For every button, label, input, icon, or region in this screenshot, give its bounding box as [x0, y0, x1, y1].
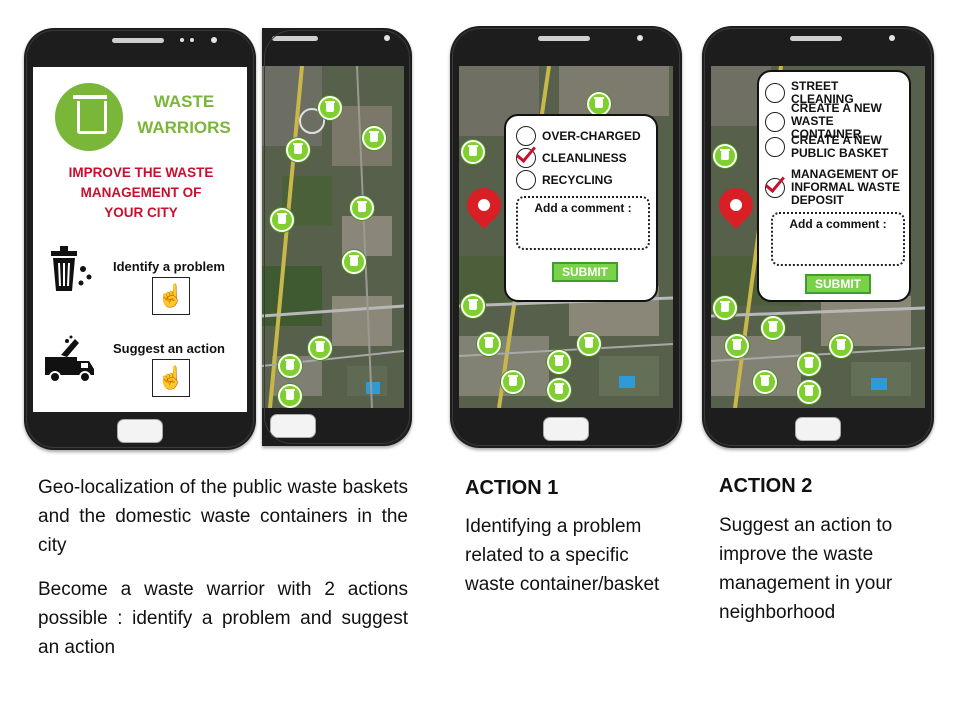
waste-container-pin[interactable]	[547, 378, 571, 402]
waste-container-pin[interactable]	[753, 370, 777, 394]
brand-line2: WARRIORS	[137, 118, 231, 137]
waste-container-pin[interactable]	[461, 140, 485, 164]
option-cleanliness[interactable]: CLEANLINESS	[516, 142, 627, 168]
option-label: RECYCLING	[542, 172, 613, 187]
waste-container-pin[interactable]	[350, 196, 374, 220]
waste-container-pin[interactable]	[278, 384, 302, 408]
check-icon	[765, 171, 785, 193]
option-label: CREATE A NEW PUBLIC BASKET	[791, 133, 889, 160]
waste-container-pin[interactable]	[461, 294, 485, 318]
action2-description: Suggest an action to improve the waste m…	[719, 515, 893, 623]
comment-field[interactable]: Add a comment :	[516, 196, 650, 250]
radio-button[interactable]	[765, 137, 785, 157]
waste-container-pin[interactable]	[725, 334, 749, 358]
home-button[interactable]	[270, 414, 316, 438]
phone-camera	[211, 37, 217, 43]
radio-button[interactable]	[516, 126, 536, 146]
option-street-cleaning[interactable]: STREET CLEANING	[765, 80, 903, 106]
home-button[interactable]	[543, 417, 589, 441]
action2-title: ACTION 2	[719, 475, 813, 497]
home-button[interactable]	[795, 417, 841, 441]
waste-container-pin[interactable]	[477, 332, 501, 356]
radio-button[interactable]	[765, 111, 785, 132]
home-button[interactable]	[117, 419, 163, 443]
map-screen[interactable]: STREET CLEANING CREATE A NEW WASTE CONTA…	[711, 66, 925, 408]
tap-hand-icon[interactable]: ☝	[152, 359, 190, 397]
tap-hand-icon[interactable]: ☝	[152, 277, 190, 315]
tagline: IMPROVE THE WASTE MANAGEMENT OF YOUR CIT…	[68, 165, 214, 220]
phone-speaker	[272, 36, 318, 41]
phone-camera	[889, 35, 895, 41]
phone-speaker	[538, 36, 590, 41]
brand-name: WASTE WARRIORS	[129, 89, 239, 141]
radio-button[interactable]	[516, 170, 536, 190]
waste-container-pin[interactable]	[713, 144, 737, 168]
waste-container-pin[interactable]	[501, 370, 525, 394]
map-screen[interactable]	[262, 66, 404, 408]
waste-container-pin[interactable]	[577, 332, 601, 356]
suggest-action-label: Suggest an action	[113, 341, 225, 356]
option-recycling[interactable]: RECYCLING	[516, 170, 613, 190]
identify-problem-item[interactable]: Identify a problem ☝	[33, 237, 247, 317]
phone-home: WASTE WARRIORS IMPROVE THE WASTE MANAGEM…	[24, 28, 256, 450]
caption-geolocalization: Geo-localization of the public waste bas…	[38, 477, 408, 556]
option-overcharged[interactable]: OVER-CHARGED	[516, 126, 641, 146]
radio-button[interactable]	[765, 83, 785, 103]
map-screen[interactable]: OVER-CHARGED CLEANLINESS RECYCLING Add a…	[459, 66, 673, 408]
option-label: MANAGEMENT OF INFORMAL WASTE DEPOSIT	[791, 167, 901, 207]
waste-container-pin[interactable]	[829, 334, 853, 358]
home-screen: WASTE WARRIORS IMPROVE THE WASTE MANAGEM…	[33, 67, 247, 412]
phone-sensor	[190, 38, 194, 42]
option-new-basket[interactable]: CREATE A NEW PUBLIC BASKET	[765, 134, 903, 160]
problem-popup: OVER-CHARGED CLEANLINESS RECYCLING Add a…	[504, 114, 658, 302]
garbage-truck-icon	[45, 335, 94, 383]
waste-container-pin[interactable]	[362, 126, 386, 150]
waste-container-pin[interactable]	[308, 336, 332, 360]
identify-problem-label: Identify a problem	[113, 259, 225, 274]
waste-container-pin[interactable]	[797, 352, 821, 376]
waste-container-pin[interactable]	[797, 380, 821, 404]
waste-container-pin[interactable]	[587, 92, 611, 116]
suggest-action-item[interactable]: Suggest an action ☝	[33, 329, 247, 409]
waste-container-pin[interactable]	[342, 250, 366, 274]
action1-description: Identifying a problem related to a speci…	[465, 516, 660, 595]
phone-map	[262, 28, 412, 446]
phone-speaker	[790, 36, 842, 41]
phone-action1: OVER-CHARGED CLEANLINESS RECYCLING Add a…	[450, 26, 682, 448]
waste-container-pin[interactable]	[278, 354, 302, 378]
phone-action2: STREET CLEANING CREATE A NEW WASTE CONTA…	[702, 26, 934, 448]
waste-container-pin[interactable]	[270, 208, 294, 232]
comment-label: Add a comment :	[534, 201, 632, 215]
submit-button[interactable]: SUBMIT	[552, 262, 618, 282]
phone-camera	[384, 35, 390, 41]
phone-camera	[637, 35, 643, 41]
action1-title: ACTION 1	[465, 477, 559, 499]
trash-can-icon	[51, 246, 92, 291]
option-label: CLEANLINESS	[542, 150, 627, 165]
waste-container-pin[interactable]	[713, 296, 737, 320]
waste-container-pin[interactable]	[761, 316, 785, 340]
suggestion-popup: STREET CLEANING CREATE A NEW WASTE CONTA…	[757, 70, 911, 302]
radio-button-checked[interactable]	[516, 142, 536, 168]
option-label: OVER-CHARGED	[542, 128, 641, 143]
option-label: STREET CLEANING	[791, 79, 854, 106]
phone-speaker	[112, 38, 164, 43]
radio-button-checked[interactable]	[765, 171, 785, 198]
phone-sensor	[180, 38, 184, 42]
waste-container-pin[interactable]	[286, 138, 310, 162]
waste-container-pin[interactable]	[318, 96, 342, 120]
option-label: CREATE A NEW WASTE CONTAINER	[791, 101, 882, 141]
option-informal-deposit[interactable]: MANAGEMENT OF INFORMAL WASTE DEPOSIT	[765, 168, 903, 207]
comment-field[interactable]: Add a comment :	[771, 212, 905, 266]
trash-can-icon	[55, 83, 123, 151]
caption-waste-warrior: Become a waste warrior with 2 actions po…	[38, 579, 408, 658]
submit-button[interactable]: SUBMIT	[805, 274, 871, 294]
option-new-container[interactable]: CREATE A NEW WASTE CONTAINER	[765, 102, 903, 141]
waste-container-pin[interactable]	[547, 350, 571, 374]
brand-line1: WASTE	[153, 92, 215, 111]
comment-label: Add a comment :	[789, 217, 887, 231]
